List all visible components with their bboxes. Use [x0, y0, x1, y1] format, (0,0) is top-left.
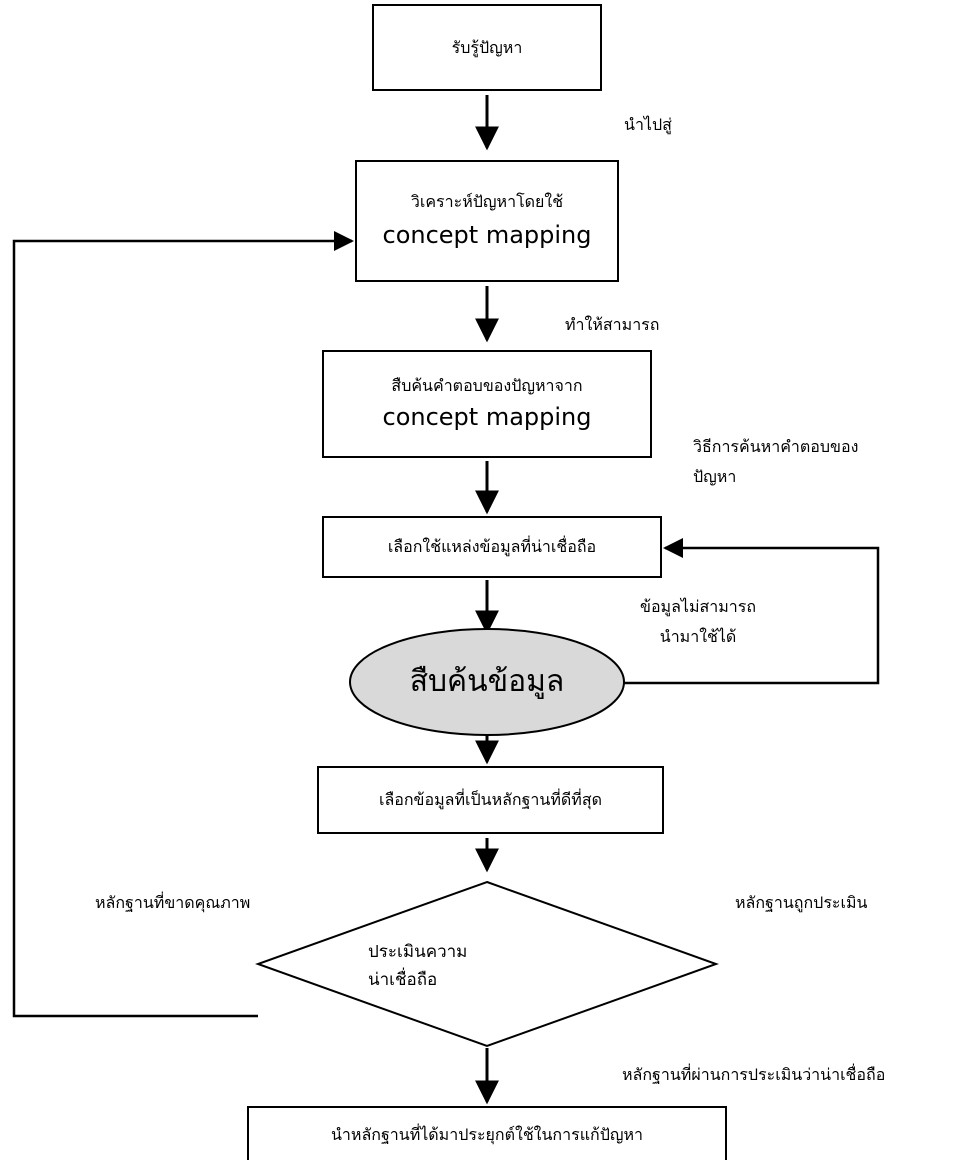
edge-label-data-unusable: ข้อมูลไม่สามารถ นำมาใช้ได้ — [640, 592, 756, 652]
edge-label-data-unusable-line2: นำมาใช้ได้ — [659, 627, 737, 646]
edge-label-data-unusable-line1: ข้อมูลไม่สามารถ — [640, 597, 757, 616]
node-search-answer: สืบค้นคำตอบของปัญหาจาก concept mapping — [322, 350, 652, 458]
node-choose-evidence: เลือกข้อมูลที่เป็นหลักฐานที่ดีที่สุด — [317, 766, 664, 834]
node-perceive-problem: รับรู้ปัญหา — [372, 4, 602, 91]
edge-label-lead-to: นำไปสู่ — [624, 115, 672, 134]
node-apply-label: นำหลักฐานที่ได้มาประยุกต์ใช้ในการแก้ปัญห… — [330, 1125, 644, 1144]
edge-label-enable: ทำให้สามารถ — [565, 315, 660, 334]
edge-label-method: วิธีการค้นหาคำตอบของ ปัญหา — [693, 432, 858, 492]
edge-label-method-line2: ปัญหา — [693, 467, 737, 486]
node-evaluate-line1: ประเมินความ — [368, 942, 468, 962]
node-analyze-label-line2: concept mapping — [382, 221, 592, 249]
diamond-evaluate-shape — [255, 880, 719, 1048]
node-choose-evidence-label: เลือกข้อมูลที่เป็นหลักฐานที่ดีที่สุด — [378, 790, 602, 809]
node-search-answer-line1: สืบค้นคำตอบของปัญหาจาก — [391, 376, 583, 395]
node-choose-source-label: เลือกใช้แหล่งข้อมูลที่น่าเชื่อถือ — [387, 537, 597, 556]
edge-label-passed: หลักฐานที่ผ่านการประเมินว่าน่าเชื่อถือ — [622, 1065, 886, 1084]
node-choose-source: เลือกใช้แหล่งข้อมูลที่น่าเชื่อถือ — [322, 516, 662, 578]
node-analyze-problem: วิเคราะห์ปัญหาโดยใช้ concept mapping — [355, 160, 619, 282]
edge-label-poor-quality: หลักฐานที่ขาดคุณภาพ — [95, 893, 251, 912]
node-evaluate-line2: น่าเชื่อถือ — [368, 970, 438, 990]
node-evaluate-label: ประเมินความ น่าเชื่อถือ — [368, 938, 467, 994]
loop-poor-quality — [12, 231, 354, 1018]
node-search-answer-line2: concept mapping — [382, 403, 592, 431]
node-apply-evidence: นำหลักฐานที่ได้มาประยุกต์ใช้ในการแก้ปัญห… — [247, 1106, 727, 1160]
node-analyze-label-line1: วิเคราะห์ปัญหาโดยใช้ — [410, 192, 564, 211]
loop-data-unusable — [624, 538, 880, 685]
node-search-data-label: สืบค้นข้อมูล — [409, 664, 565, 699]
edge-label-method-line1: วิธีการค้นหาคำตอบของ — [693, 437, 859, 456]
oval-search-data-shape — [349, 628, 625, 736]
edge-label-evaluated: หลักฐานถูกประเมิน — [735, 893, 868, 912]
node-perceive-label: รับรู้ปัญหา — [451, 37, 523, 57]
